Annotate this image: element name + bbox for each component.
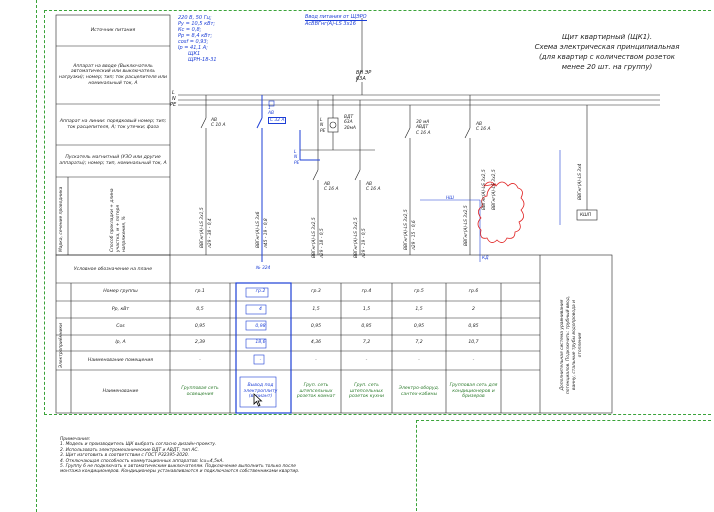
to-sheet: № 324 <box>256 266 271 271</box>
group-3-ip: 4,36 <box>310 340 322 346</box>
group-3-name: Груп. сеть штепсельных розеток комнат <box>296 383 336 400</box>
group-3-num: гр.3 <box>311 289 321 295</box>
group-1-num: гр.1 <box>195 289 205 295</box>
group-6-room: - <box>472 357 475 363</box>
group-2-name[interactable]: Вывод под электроплиту (вариант) <box>243 383 278 400</box>
group-5-name: Электро-оборуд. сантех-кабины <box>398 385 440 397</box>
label-ip: Iр, А <box>115 340 126 346</box>
cable-3-route: л29 - 18 - 0,5 <box>320 228 325 258</box>
label-room: Наименование помещения <box>87 357 154 363</box>
group-6-pr: 2 <box>472 306 475 312</box>
group-4-ip: 7,2 <box>362 340 371 346</box>
group-2-ip[interactable]: 18,6 <box>255 340 266 346</box>
bus-pe: PE <box>170 102 177 108</box>
cable-4-type: ВВГнг(А)-LS 3х2,5 <box>354 217 359 258</box>
group-6-num: гр.6 <box>468 289 479 295</box>
group-1-pr: 0,5 <box>196 306 204 312</box>
group-2-pr[interactable]: 4 <box>259 306 262 312</box>
label-designation: Условное обозначение на плане <box>73 267 153 273</box>
group-2-cos[interactable]: 0,98 <box>255 323 266 329</box>
notes: Примечания: 1. Модель и производитель ЩК… <box>60 437 300 475</box>
group-6-name: Групповая сеть для кондиционеров и бризе… <box>449 383 498 400</box>
label-line-device: Аппарат на линии: порядковый номер; тип;… <box>59 118 167 130</box>
group-4-num: гр.4 <box>361 289 372 295</box>
drawing-frame-top <box>44 10 711 415</box>
group-6-cos: 0,85 <box>468 323 479 329</box>
label-starter: Пускатель магнитный (УЗО или другие аппа… <box>59 155 167 166</box>
group-6-ip: 10,7 <box>468 340 479 346</box>
label-cable-method: Способ прокладки + длина участка, м + по… <box>110 188 127 252</box>
cable-1-type: ВВГнг(А)-LS 3х1,5 <box>200 207 205 248</box>
mark-nsh: НШ <box>446 196 454 201</box>
label-pr: Рр, кВт <box>111 306 130 312</box>
group-4-name: Груп. сеть штепсельных розеток кухни <box>349 383 384 400</box>
label-cable-brand: Марка, сечение проводника <box>59 186 64 252</box>
group-3-room: - <box>315 357 317 363</box>
label-input-device: Аппарат на вводе (Выключатель автоматиче… <box>58 63 168 86</box>
power-info: 220 В, 50 Гц; Ру = 10,5 кВт; Кс = 0,8; Р… <box>178 15 217 63</box>
mark-kd: КД <box>482 256 489 261</box>
label-name: Наименование <box>102 388 139 394</box>
cable-5-type: ВВГнг(А)-LS 3х2,5 <box>404 209 409 250</box>
left-margin-line <box>36 0 37 512</box>
bus-n: N <box>172 96 176 102</box>
group-5-pr: 1,5 <box>415 306 423 312</box>
group-5-cos: 0,95 <box>413 323 425 329</box>
kshp-box: КШП <box>580 213 592 218</box>
group-4-pr: 1,5 <box>362 306 371 312</box>
drawing-title: Щит квартирный (ЩК1). Схема электрическа… <box>534 33 680 71</box>
cable-6-type: ВВГнг(А)-LS 3х2,5 <box>464 205 469 246</box>
cable-4-route: л29 - 19 - 0,5 <box>362 228 367 258</box>
group-1-name: Групповая сеть освещения <box>181 385 219 397</box>
label-group-no: Номер группы <box>103 289 138 295</box>
bus-l: L <box>172 90 175 96</box>
main-switch-label: ВН ЭР 63А <box>356 70 372 82</box>
side-note: Дополнительная система уравнивания потен… <box>560 295 583 395</box>
group-3-cos: 0,95 <box>310 323 322 329</box>
cable-extra-1: ВВГнг(А)-LS 3х2,5 <box>482 169 487 210</box>
group-5-room: - <box>418 357 420 363</box>
group-2-room[interactable]: - <box>259 357 262 363</box>
group-1-ip: 2,39 <box>194 340 206 346</box>
cable-extra-2: ВВГнг(А)-LS 3х2,5 <box>492 169 497 210</box>
label-source: Источник питания <box>90 27 136 33</box>
cable-7-type: ВВГнг(А)-LS 3х4 <box>578 163 583 200</box>
group-5-ip: 7,2 <box>415 340 423 346</box>
cable-3-type: ВВГнг(А)-LS 3х2,5 <box>312 217 317 258</box>
cable-2-type: ВВГнг(А)-LS 3х6 <box>256 211 261 248</box>
label-electro: Электроприёмники <box>59 322 64 368</box>
group-5-num: гр.5 <box>414 289 424 295</box>
cable-5-route: л29 - 15 - 0,6 <box>412 220 417 250</box>
cable-2-route: л45 - 19 - 0,8 <box>264 218 269 248</box>
drawing-frame-bottom <box>416 420 711 511</box>
group-1-cos: 0,95 <box>194 323 206 329</box>
group-4-cos: 0,95 <box>361 323 372 329</box>
group-4-room: - <box>365 357 368 363</box>
input-cable-label: Ввод питания от ЩЭРО АсВВГнг(А)-LS 3х16 <box>305 14 367 27</box>
revision-cloud <box>477 181 525 243</box>
label-cos: Cos <box>116 323 125 329</box>
group-1-room: - <box>199 357 201 363</box>
mouse-cursor-icon <box>253 392 263 411</box>
group-3-pr: 1,5 <box>312 306 320 312</box>
cable-1-route: л29 - 38 - 0,4 <box>208 218 213 248</box>
group-2-num[interactable]: гр.2 <box>255 289 266 295</box>
